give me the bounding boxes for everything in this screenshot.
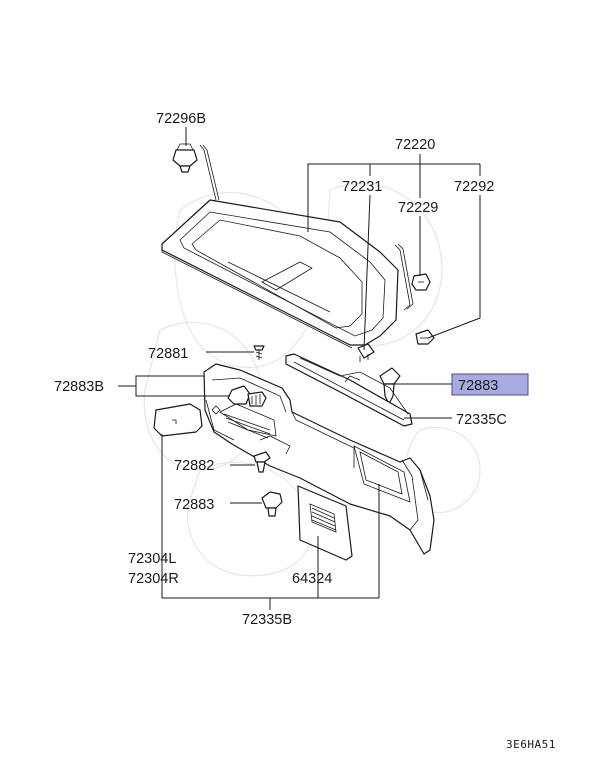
- leader-lines: [118, 127, 481, 610]
- trim-strip-72335C: [285, 353, 413, 427]
- label-72882: 72882: [174, 458, 214, 474]
- label-64324: 64324: [292, 571, 332, 587]
- clip-72883-left: [261, 491, 283, 517]
- clip-72231: [357, 343, 375, 362]
- clip-72882: [253, 451, 271, 473]
- label-72296B: 72296B: [156, 111, 206, 127]
- rear-shelf-72220: [161, 199, 399, 349]
- label-72335B: 72335B: [242, 612, 292, 628]
- label-72883-highlight: 72883: [458, 378, 498, 394]
- label-72335C: 72335C: [456, 412, 507, 428]
- label-72304L: 72304L: [128, 551, 176, 567]
- cover-72304: [153, 403, 203, 437]
- screw-72881: [253, 345, 265, 360]
- highlight-box-72883: [451, 373, 529, 396]
- label-72881: 72881: [148, 346, 188, 362]
- grille-64324: [297, 485, 353, 561]
- label-72231: 72231: [342, 179, 382, 195]
- clip-72883-right: [379, 367, 401, 403]
- trim-panel-72335B: [203, 363, 435, 555]
- label-72304R: 72304R: [128, 571, 179, 587]
- label-72292: 72292: [454, 179, 494, 195]
- label-72229: 72229: [398, 200, 438, 216]
- label-72220: 72220: [395, 137, 435, 153]
- figure-code: 3E6HA51: [506, 738, 556, 751]
- stay-72229: [394, 243, 431, 311]
- clip-72296B: [172, 143, 223, 211]
- part-labels: 72296B 72220 72231 72292 72229 72881 728…: [54, 111, 556, 751]
- label-72883B: 72883B: [54, 379, 104, 395]
- fastener-72883B: [227, 385, 267, 407]
- label-72883: 72883: [174, 497, 214, 513]
- clip-72292: [415, 329, 435, 345]
